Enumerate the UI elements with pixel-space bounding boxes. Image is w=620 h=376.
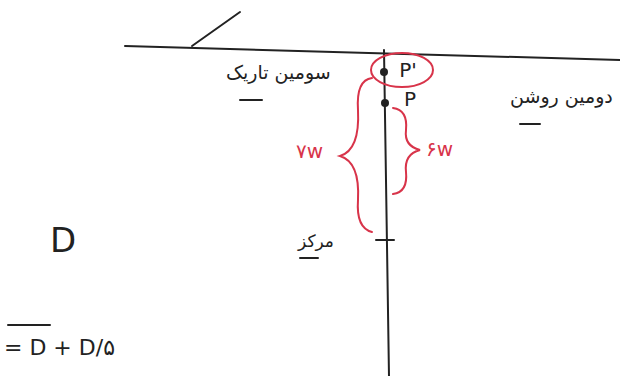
circled-point: P': [370, 52, 434, 88]
center-label: مرکز: [298, 232, 334, 251]
underline-dash: [8, 324, 50, 326]
distance-label: ۶w: [426, 138, 453, 160]
left-brace: [340, 78, 372, 232]
point-dot: [381, 99, 389, 107]
equation: = D + D/۵: [4, 336, 115, 360]
bright-fringe-label: دومین روشن: [510, 86, 613, 107]
screen-top-line: [125, 46, 620, 60]
point-label: P: [404, 88, 416, 110]
underline-dash: [520, 123, 540, 125]
point-dot: [380, 68, 388, 76]
underline-dash: [240, 99, 262, 101]
right-brace: [393, 108, 420, 194]
distance-label: ۷w: [296, 140, 323, 162]
point-label: P': [399, 59, 417, 81]
slant-line: [192, 12, 240, 46]
dark-fringe-label: سومین تاریک: [226, 62, 331, 83]
central-axis: [384, 50, 389, 376]
ellipse-outline: [371, 53, 433, 87]
center-tick: [376, 239, 394, 241]
distance-symbol: D: [50, 222, 76, 259]
underline-dash: [300, 257, 318, 259]
